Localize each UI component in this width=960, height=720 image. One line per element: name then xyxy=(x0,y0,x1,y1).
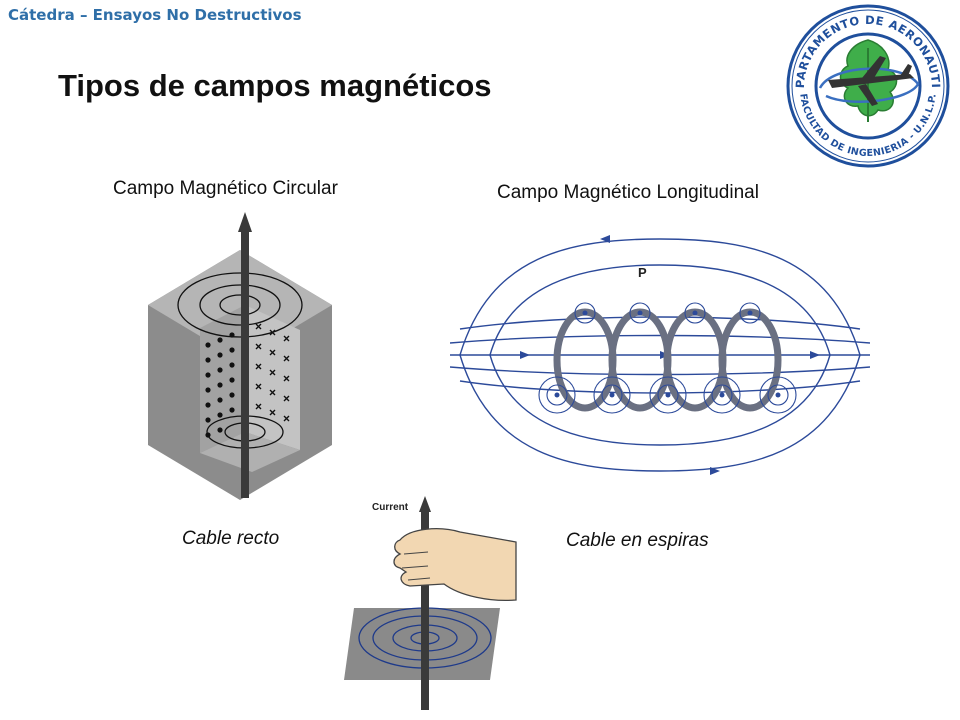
circular-field-label: Campo Magnético Circular xyxy=(113,178,338,199)
longitudinal-field-label: Campo Magnético Longitudinal xyxy=(497,182,759,203)
coiled-cable-caption: Cable en espiras xyxy=(566,530,709,551)
circular-field-cube-illustration xyxy=(148,212,332,500)
department-logo: DEPARTAMENTO DE AERONAUTICA FACULTAD DE … xyxy=(782,4,950,168)
course-header: Cátedra – Ensayos No Destructivos xyxy=(8,6,302,24)
current-arrow-icon xyxy=(419,496,431,512)
current-label: Current xyxy=(372,502,409,513)
solenoid-field-illustration: P xyxy=(450,235,870,475)
slide-title: Tipos de campos magnéticos xyxy=(58,68,492,103)
point-p-label: P xyxy=(638,265,647,280)
right-hand-rule-illustration: Current xyxy=(344,496,517,710)
current-arrow-icon xyxy=(238,212,252,232)
hand-icon xyxy=(393,528,517,602)
straight-cable-caption: Cable recto xyxy=(182,528,280,549)
airplane-icon xyxy=(828,56,914,106)
